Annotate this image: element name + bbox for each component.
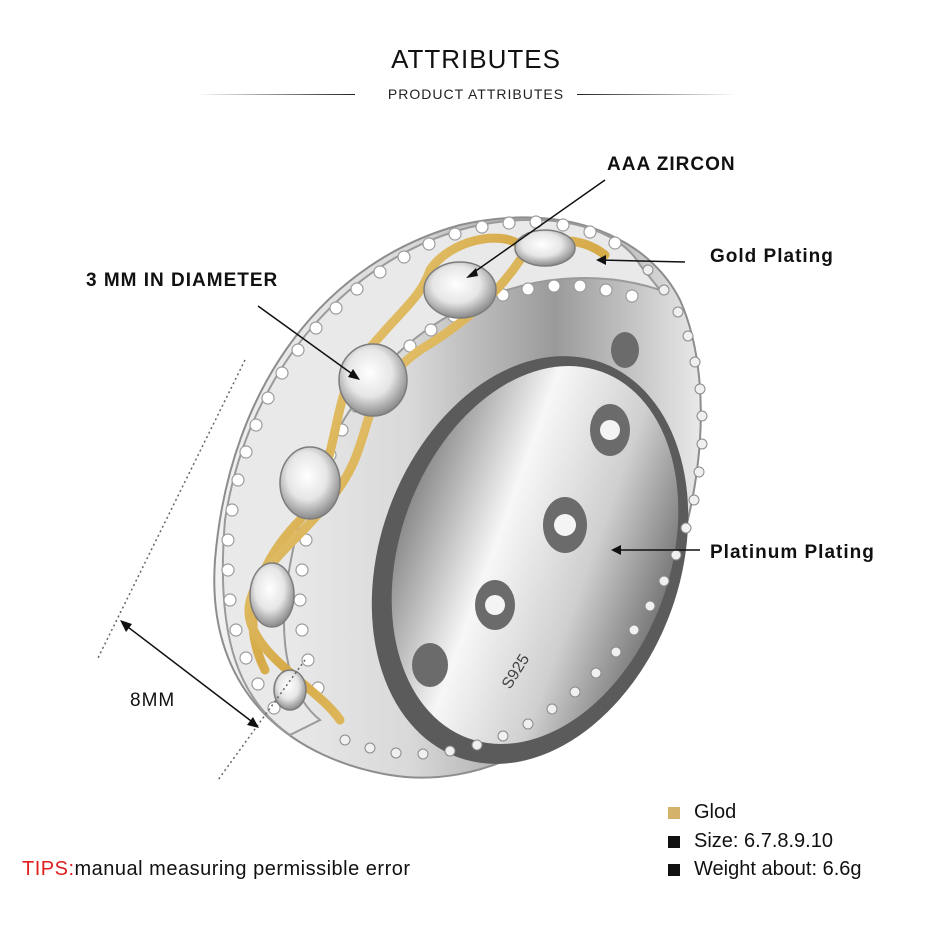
attribute-size-label: Size: 6.7.8.9.10 <box>694 830 833 852</box>
inner-openwork-gems <box>485 420 620 615</box>
page-title: ATTRIBUTES <box>391 44 561 74</box>
attribute-color-label: Glod <box>694 801 737 823</box>
tips-text: manual measuring permissible error <box>74 858 411 880</box>
tips-prefix: TIPS: <box>22 858 75 880</box>
attribute-color: Glod <box>668 801 736 824</box>
gold-twist-b <box>244 236 610 725</box>
dimension-arrow-line <box>123 623 256 725</box>
dimension-arrow-head-bottom <box>247 717 259 728</box>
leader-zircon-head <box>466 268 478 278</box>
bullet-square-icon <box>668 863 680 876</box>
leader-gold <box>599 259 686 263</box>
bullet-square-icon <box>668 835 680 848</box>
attribute-weight: Weight about: 6.6g <box>668 858 862 881</box>
title-rule-left <box>195 94 355 95</box>
leader-zircon <box>469 179 606 276</box>
page-subtitle: PRODUCT ATTRIBUTES <box>387 86 565 102</box>
tips-note: TIPS:manual measuring permissible error <box>22 858 411 881</box>
beaded-edge <box>339 264 708 760</box>
leader-diameter-head <box>348 369 360 380</box>
ring-inner-surface <box>391 366 679 744</box>
gold-swatch-icon <box>668 806 680 819</box>
dimension-dotted-top <box>96 359 246 661</box>
leader-platinum-head <box>611 545 621 555</box>
callout-width: 8MM <box>130 690 176 711</box>
pave-outer-row <box>221 215 622 715</box>
callout-gold-plating: Gold Plating <box>710 246 834 267</box>
attribute-weight-label: Weight about: 6.6g <box>694 858 862 880</box>
title-rule-right <box>577 94 737 95</box>
callout-diameter: 3 MM IN DIAMETER <box>86 270 279 291</box>
leader-gold-head <box>596 255 606 265</box>
callout-zircon: AAA ZIRCON <box>607 154 736 175</box>
callout-platinum-plating: Platinum Plating <box>710 542 875 563</box>
attribute-size: Size: 6.7.8.9.10 <box>668 830 833 853</box>
leader-diameter <box>257 305 356 377</box>
dimension-arrow-head-top <box>120 620 132 632</box>
